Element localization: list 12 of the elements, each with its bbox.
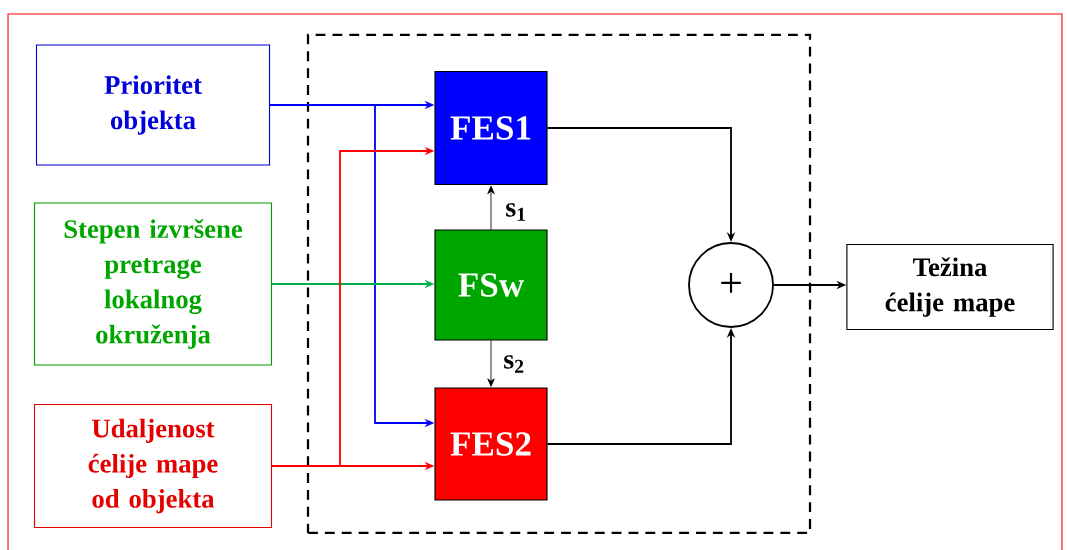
process-box: FSw bbox=[434, 229, 548, 341]
input-box: Prioritet objekta bbox=[35, 44, 271, 166]
arrow bbox=[487, 340, 495, 387]
input-box: Udaljenost ćelije mape od objekta bbox=[33, 403, 273, 529]
process-box: FES1 bbox=[434, 70, 548, 186]
dashed-frame bbox=[306, 33, 812, 535]
edge-label: s$_{1}$ bbox=[503, 201, 529, 223]
output-box: Težina ćelije mape bbox=[846, 243, 1054, 331]
edge-label: s$_{2}$ bbox=[501, 353, 527, 375]
process-box: FES2 bbox=[434, 387, 548, 501]
arrow bbox=[487, 185, 495, 230]
input-box: Stepen izvršene pretrage lokalnog okruženja bbox=[33, 202, 273, 366]
